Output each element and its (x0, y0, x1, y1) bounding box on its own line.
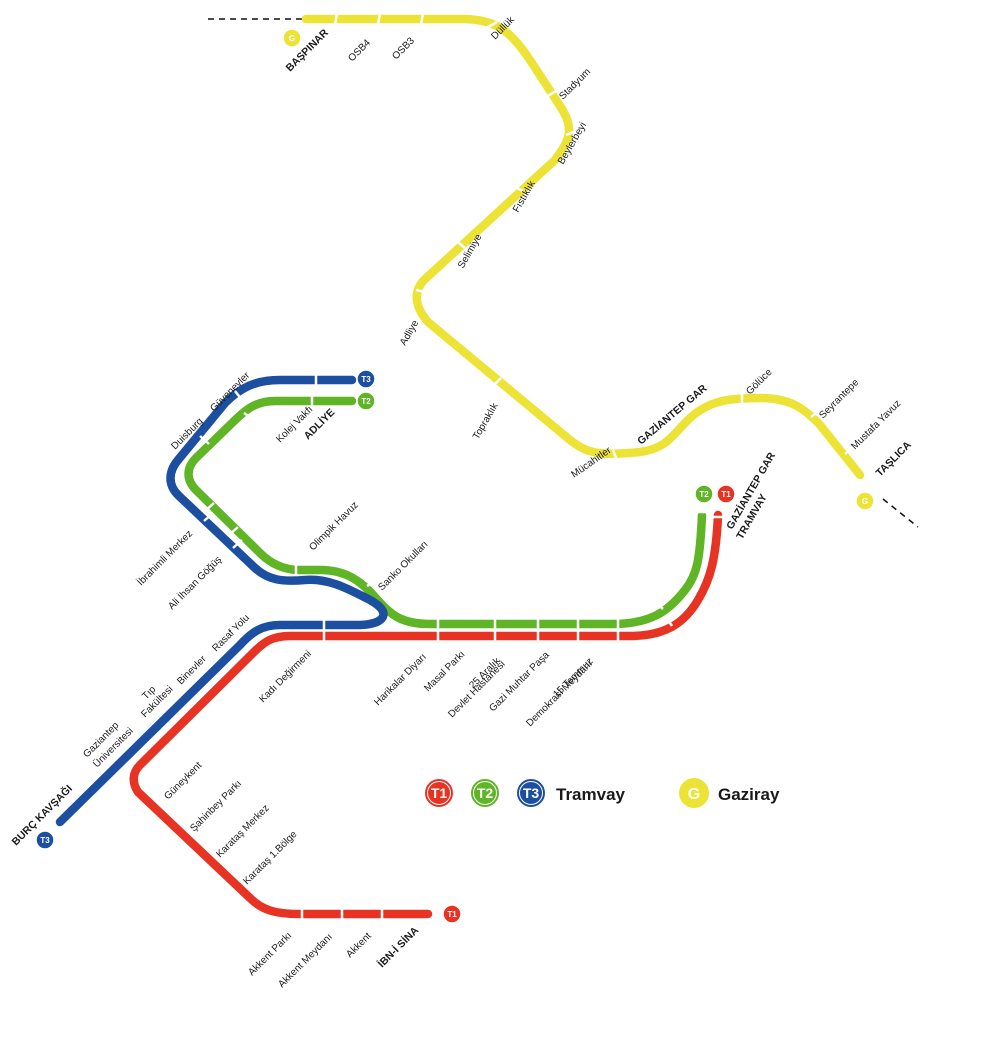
legend-g-label: G (688, 786, 700, 803)
t3-line (55, 375, 388, 827)
station-label[interactable]: Stadyum (557, 66, 593, 102)
station-label[interactable]: OSB3 (390, 35, 417, 62)
legend-gaziray-label: Gaziray (718, 785, 780, 804)
t2-station-gaps (204, 395, 708, 630)
gaziray-station-labels: BAŞPINAR OSB4 OSB3 Düllük Stadyum Beyler… (284, 14, 914, 480)
station-label[interactable]: Olimpik Havuz (307, 500, 360, 553)
station-label[interactable]: Kadı Değirmeni (257, 649, 314, 706)
badge-gaziray-taslica[interactable]: G (855, 491, 875, 511)
station-label[interactable]: Karataş 1.Bölge (241, 829, 299, 887)
legend-t3-badge: T3 (515, 777, 547, 809)
station-label[interactable]: Topraklık (471, 400, 501, 441)
station-label[interactable]: Gölüce (744, 367, 774, 397)
legend-g-badge: G (679, 778, 709, 808)
gaziray-line (301, 14, 865, 480)
legend-t1-badge: T1 (423, 777, 455, 809)
badge-t2-north-label: T2 (361, 397, 371, 406)
t1-station-gaps (139, 515, 724, 920)
station-label[interactable]: Şahinbey Parkı (188, 778, 244, 834)
station-label[interactable]: İBN-İ SİNA (375, 924, 422, 971)
station-label[interactable]: İbrahimli Merkez (134, 527, 195, 588)
station-label[interactable]: Seyrantepe (817, 377, 861, 421)
badge-gaziray-baspinar[interactable]: G (282, 28, 302, 48)
station-label[interactable]: Güneykent (162, 760, 204, 802)
badge-t2-north[interactable]: T2 (356, 391, 376, 411)
legend-t2-label: T2 (477, 785, 494, 801)
badge-t1-gar-label: T1 (721, 490, 731, 499)
badge-gaziray-taslica-label: G (862, 497, 868, 506)
t2-line (184, 396, 707, 629)
badge-gaziray-baspinar-label: G (289, 34, 295, 43)
legend-t1-label: T1 (431, 785, 448, 801)
badge-t3-north[interactable]: T3 (356, 369, 376, 389)
station-label[interactable]: TAŞLICA (874, 439, 914, 479)
station-label[interactable]: Akkent (344, 931, 374, 961)
badge-t3-burc-label: T3 (40, 836, 50, 845)
station-label[interactable]: Karataş Merkez (214, 803, 271, 860)
gaziray-extension-east (882, 498, 919, 528)
station-label[interactable]: Sanko Okulları (376, 539, 430, 593)
t1-station-labels: GAZİANTEP GAR TRAMVAY Kadı Değirmeni Gün… (162, 450, 778, 991)
station-label[interactable]: Harikalar Diyarı (372, 652, 429, 709)
station-label[interactable]: Masal Parkı (422, 649, 467, 694)
legend: T1 T2 T3 Tramvay G Gaziray (423, 777, 780, 809)
badge-t2-gar[interactable]: T2 (694, 484, 714, 504)
station-label[interactable]: OSB4 (346, 37, 373, 64)
legend-tramvay-label: Tramvay (556, 785, 626, 804)
gaziray-station-gaps (333, 12, 854, 459)
station-label[interactable]: Adliye (398, 318, 421, 347)
station-label[interactable]: Ali İhsan Göğüş (165, 553, 224, 612)
badge-t3-burc[interactable]: T3 (35, 830, 55, 850)
badge-t1-gar[interactable]: T1 (716, 484, 736, 504)
badge-t1-ibnisina[interactable]: T1 (442, 904, 462, 924)
legend-t2-badge: T2 (469, 777, 501, 809)
badge-t1-ibnisina-label: T1 (447, 910, 457, 919)
legend-t3-label: T3 (523, 785, 540, 801)
station-label[interactable]: Mustafa Yavuz (849, 398, 903, 452)
t1-line (129, 510, 723, 919)
badge-t2-gar-label: T2 (699, 490, 709, 499)
badge-t3-north-label: T3 (361, 375, 371, 384)
